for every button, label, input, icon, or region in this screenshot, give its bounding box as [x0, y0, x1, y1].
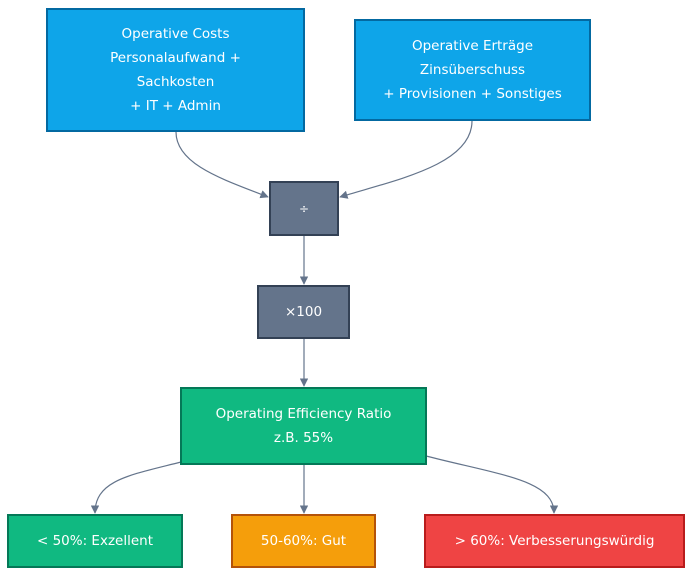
excellent-rating-label: < 50%: Exzellent	[36, 533, 153, 549]
operative-costs-line-3: Sachkosten	[136, 74, 215, 90]
divide-operator-node: ÷	[269, 181, 339, 236]
operative-costs-line-1: Operative Costs	[121, 26, 230, 42]
operative-costs-node: Operative Costs Personalaufwand + Sachko…	[46, 8, 305, 132]
efficiency-ratio-node: Operating Efficiency Ratio z.B. 55%	[180, 387, 427, 465]
good-rating-node: 50-60%: Gut	[231, 514, 376, 568]
edge-ratio-to-excellent	[90, 461, 182, 514]
edge-costs-to-divide	[175, 131, 269, 199]
divide-operator-label: ÷	[298, 201, 310, 216]
operative-income-node: Operative Erträge Zinsüberschuss + Provi…	[354, 19, 591, 121]
excellent-rating-node: < 50%: Exzellent	[7, 514, 183, 568]
improvement-rating-label: > 60%: Verbesserungswürdig	[454, 533, 655, 549]
edge-income-to-divide	[339, 120, 473, 199]
improvement-rating-node: > 60%: Verbesserungswürdig	[424, 514, 685, 568]
multiply-operator-node: ×100	[257, 285, 350, 339]
multiply-operator-label: ×100	[284, 304, 323, 320]
efficiency-ratio-title: Operating Efficiency Ratio	[215, 406, 392, 422]
edge-ratio-to-improve	[425, 455, 559, 514]
operative-income-line-1: Operative Erträge	[411, 38, 534, 54]
operative-costs-line-4: + IT + Admin	[130, 98, 221, 114]
operative-income-line-2: Zinsüberschuss	[419, 62, 526, 78]
efficiency-ratio-example: z.B. 55%	[273, 430, 334, 446]
operative-income-line-3: + Provisionen + Sonstiges	[383, 86, 562, 102]
operative-costs-line-2: Personalaufwand +	[110, 50, 241, 66]
good-rating-label: 50-60%: Gut	[260, 533, 347, 549]
